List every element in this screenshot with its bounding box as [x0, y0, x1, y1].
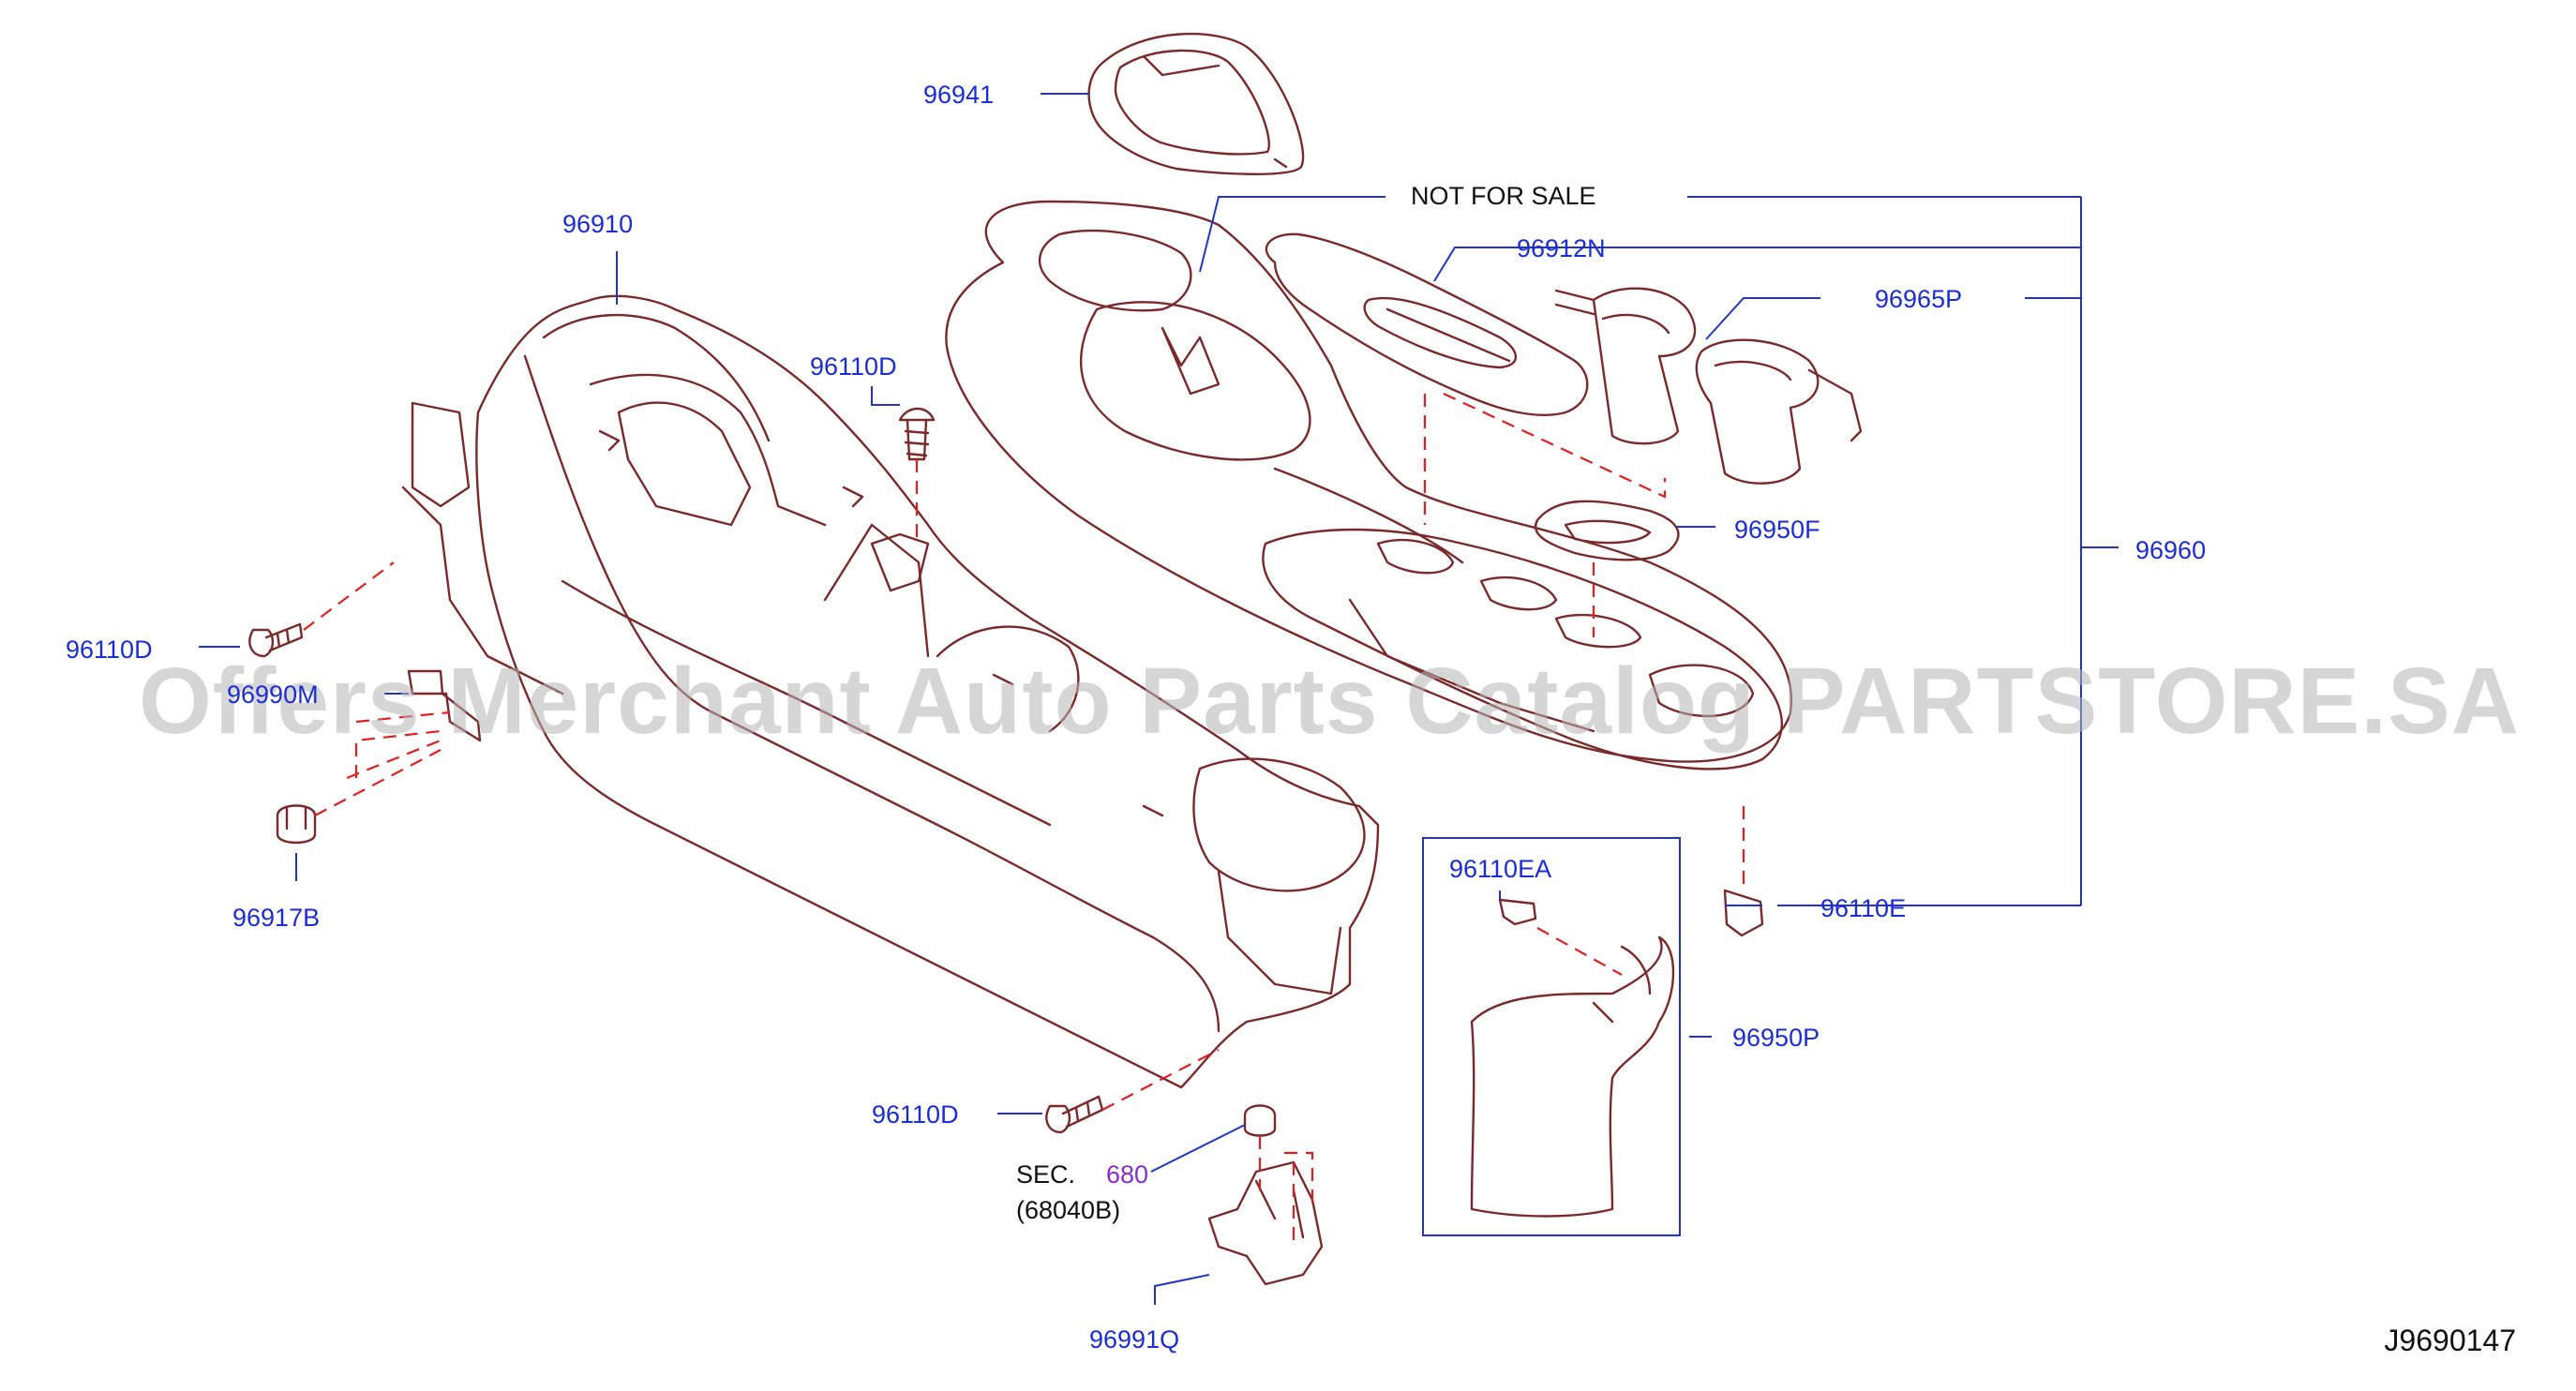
detail-box-96950P — [1422, 837, 1681, 1236]
part-96910-console — [401, 294, 1380, 1089]
part-upper-console-not-for-sale — [945, 200, 1793, 763]
part-console-tray — [1262, 528, 1784, 770]
label-96110E[interactable]: 96110E — [1820, 894, 1907, 922]
label-96965P[interactable]: 96965P — [1875, 285, 1963, 313]
part-96950F-bezel — [1535, 500, 1680, 561]
label-96917B[interactable]: 96917B — [232, 904, 321, 932]
watermark-text: Offers Merchant Auto Parts Catalog PARTS… — [139, 649, 2520, 754]
clip-96110EA — [1498, 898, 1537, 926]
clip-96990M — [407, 669, 482, 742]
label-96960[interactable]: 96960 — [2135, 536, 2207, 564]
part-96950P-trim — [1470, 935, 1675, 1218]
label-not-for-sale: NOT FOR SALE — [1411, 182, 1596, 210]
clip-96110E — [1723, 889, 1764, 937]
bracket-96991Q — [1207, 1160, 1324, 1286]
part-96912N-panel — [1265, 232, 1589, 416]
label-96950P[interactable]: 96950P — [1732, 1024, 1820, 1052]
part-96941-bezel — [1087, 32, 1305, 175]
label-sec-subref: (68040B) — [1016, 1196, 1121, 1224]
label-96910[interactable]: 96910 — [562, 210, 634, 238]
label-sec-prefix: SEC. — [1016, 1160, 1076, 1189]
assembly-guide-lines — [303, 393, 1745, 1247]
leader-lines — [199, 93, 2119, 1305]
label-96950F[interactable]: 96950F — [1734, 516, 1820, 544]
label-96912N[interactable]: 96912N — [1517, 234, 1606, 262]
fastener-96110D-bottom — [1045, 1095, 1104, 1134]
link-sec-680[interactable]: 680 — [1106, 1160, 1149, 1189]
label-96110D-left[interactable]: 96110D — [66, 636, 153, 664]
part-96965P-cup-holder — [1554, 287, 1863, 485]
label-96110D-bottom[interactable]: 96110D — [872, 1100, 959, 1129]
label-96991Q[interactable]: 96991Q — [1089, 1325, 1180, 1354]
label-96110D-top[interactable]: 96110D — [810, 352, 897, 381]
diagram-reference-code: J9690147 — [2384, 1324, 2516, 1357]
fastener-96110D-top — [898, 407, 936, 461]
label-96941[interactable]: 96941 — [923, 81, 995, 109]
label-96110EA[interactable]: 96110EA — [1449, 855, 1552, 883]
nut-680 — [1243, 1104, 1277, 1137]
fastener-96110D-left — [248, 622, 304, 658]
grommet-96917B — [276, 804, 317, 845]
label-96990M[interactable]: 96990M — [227, 681, 319, 709]
